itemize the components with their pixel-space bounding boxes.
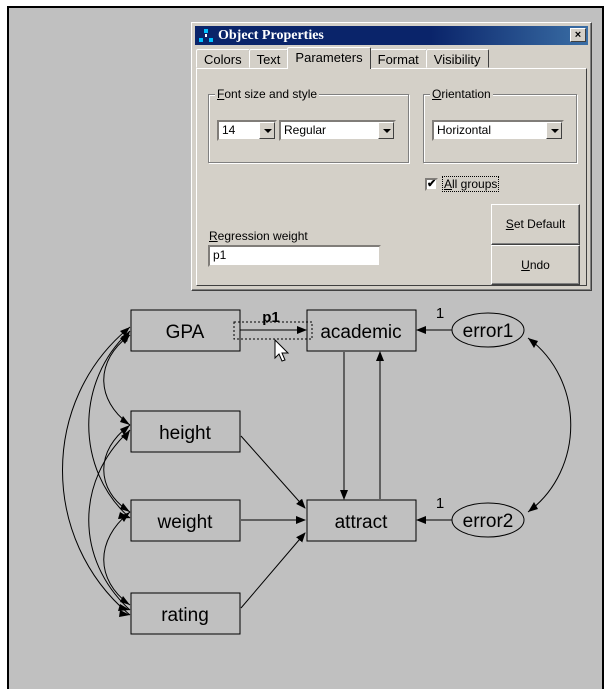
node-gpa-label: GPA: [166, 322, 205, 343]
regression-weight-label: Regression weight: [209, 229, 308, 243]
parameters-panel: Font size and style 14 Regular Orientati…: [196, 68, 587, 286]
tab-strip: Colors Text Parameters Format Visibility: [196, 47, 489, 69]
node-weight[interactable]: [130, 499, 241, 542]
covariance-arrowheads: [118, 327, 130, 617]
orientation-select[interactable]: Horizontal: [432, 120, 564, 141]
all-groups-checkbox[interactable]: ✔: [425, 178, 438, 191]
tab-format[interactable]: Format: [369, 49, 427, 68]
node-gpa[interactable]: [130, 309, 241, 352]
covariance-error1-error2[interactable]: [527, 337, 572, 513]
exogenous-covariances[interactable]: [62, 326, 131, 616]
path-height-attract[interactable]: [240, 435, 306, 509]
all-groups-label[interactable]: All groups: [442, 176, 500, 192]
node-error1-label: error1: [463, 321, 514, 342]
font-size-select[interactable]: 14: [217, 120, 277, 141]
node-height[interactable]: [130, 410, 241, 453]
node-attract-label: attract: [335, 512, 389, 533]
node-academic-label: academic: [320, 322, 401, 343]
orientation-group-legend: Orientation: [430, 87, 493, 101]
dialog-titlebar[interactable]: Object Properties ×: [195, 26, 588, 45]
node-error2-label: error2: [463, 511, 514, 532]
regression-weight-input[interactable]: p1: [208, 245, 381, 267]
orientation-value: Horizontal: [437, 123, 492, 137]
node-academic[interactable]: [306, 309, 417, 352]
tab-colors[interactable]: Colors: [196, 49, 250, 68]
dialog-title: Object Properties: [218, 27, 324, 43]
mouse-cursor-icon: [274, 338, 290, 362]
tab-parameters[interactable]: Parameters: [287, 47, 371, 69]
node-weight-label: weight: [157, 512, 214, 533]
font-group-legend: Font size and style: [215, 87, 320, 101]
node-height-label: height: [159, 423, 211, 444]
covariance-arrowhead-top: [528, 338, 538, 348]
object-properties-icon: [198, 28, 214, 44]
path-error1-weight-label: 1: [436, 305, 444, 322]
close-button[interactable]: ×: [570, 28, 586, 42]
path-error2-weight-label: 1: [436, 495, 444, 512]
set-default-button[interactable]: Set Default: [491, 204, 580, 245]
node-rating[interactable]: [130, 592, 241, 635]
tab-visibility[interactable]: Visibility: [425, 49, 489, 68]
path-selection-box: [233, 321, 313, 340]
path-weight-p1-label[interactable]: p1: [262, 309, 280, 326]
undo-button[interactable]: Undo: [491, 245, 580, 285]
check-icon: ✔: [427, 178, 437, 190]
regression-weight-value: p1: [213, 248, 227, 262]
font-groupbox: Font size and style 14 Regular: [208, 87, 409, 163]
font-style-value: Regular: [284, 123, 327, 137]
font-style-select[interactable]: Regular: [279, 120, 396, 141]
tab-text[interactable]: Text: [248, 49, 289, 68]
chevron-down-icon[interactable]: [259, 122, 275, 139]
chevron-down-icon[interactable]: [546, 122, 562, 139]
chevron-down-icon[interactable]: [378, 122, 394, 139]
font-size-value: 14: [222, 123, 236, 137]
close-icon: ×: [574, 29, 582, 41]
orientation-groupbox: Orientation Horizontal: [423, 87, 577, 163]
node-rating-label: rating: [161, 605, 209, 626]
object-properties-dialog[interactable]: Object Properties × Colors Text Paramete…: [191, 22, 592, 291]
covariance-arrowhead-bottom: [528, 502, 538, 512]
node-attract[interactable]: [306, 499, 417, 542]
path-rating-attract[interactable]: [240, 532, 306, 609]
